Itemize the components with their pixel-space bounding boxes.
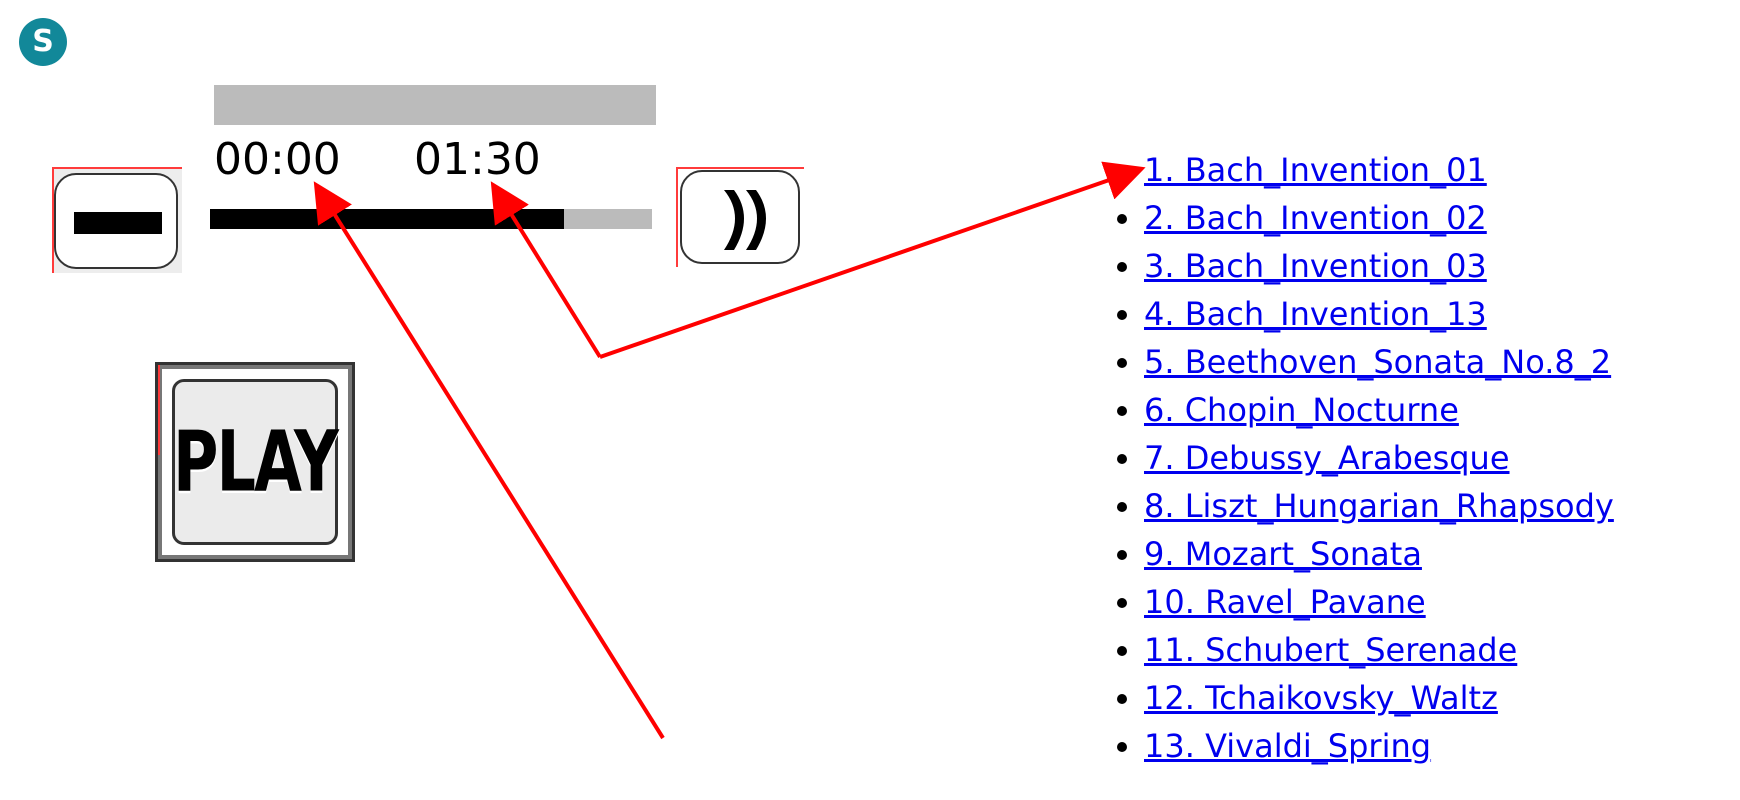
playlist-item: 1. Bach_Invention_01 bbox=[1144, 146, 1614, 194]
forward-icon bbox=[724, 190, 766, 250]
playlist-item-link[interactable]: 6. Chopin_Nocturne bbox=[1144, 391, 1459, 429]
playlist-item: 5. Beethoven_Sonata_No.8_2 bbox=[1144, 338, 1614, 386]
minus-button[interactable] bbox=[52, 167, 182, 273]
playlist-item-link[interactable]: 8. Liszt_Hungarian_Rhapsody bbox=[1144, 487, 1614, 525]
guide-line bbox=[52, 167, 182, 169]
playlist-item-link[interactable]: 11. Schubert_Serenade bbox=[1144, 631, 1518, 669]
playlist-item: 2. Bach_Invention_02 bbox=[1144, 194, 1614, 242]
forward-button-frame bbox=[680, 170, 800, 264]
play-button[interactable]: PLAY bbox=[155, 362, 355, 562]
total-time: 01:30 bbox=[414, 134, 541, 185]
playlist-item-link[interactable]: 3. Bach_Invention_03 bbox=[1144, 247, 1487, 285]
app-badge-icon[interactable]: S bbox=[19, 18, 67, 66]
playlist-item: 6. Chopin_Nocturne bbox=[1144, 386, 1614, 434]
progress-bar[interactable] bbox=[210, 209, 652, 229]
playlist-item: 7. Debussy_Arabesque bbox=[1144, 434, 1614, 482]
app-badge-letter: S bbox=[32, 24, 54, 59]
playlist-item: 13. Vivaldi_Spring bbox=[1144, 722, 1614, 770]
forward-button[interactable] bbox=[676, 167, 804, 267]
playlist-item: 11. Schubert_Serenade bbox=[1144, 626, 1614, 674]
progress-fill bbox=[210, 209, 564, 229]
guide-line bbox=[158, 365, 160, 455]
playlist-item-link[interactable]: 7. Debussy_Arabesque bbox=[1144, 439, 1510, 477]
annotation-arrow-current-time bbox=[313, 181, 665, 740]
playlist-item-link[interactable]: 4. Bach_Invention_13 bbox=[1144, 295, 1487, 333]
playlist-item: 3. Bach_Invention_03 bbox=[1144, 242, 1614, 290]
guide-line bbox=[52, 167, 54, 273]
playlist-item-link[interactable]: 2. Bach_Invention_02 bbox=[1144, 199, 1487, 237]
play-button-face: PLAY bbox=[172, 379, 339, 545]
minus-button-frame bbox=[54, 173, 178, 269]
playlist-item-link[interactable]: 12. Tchaikovsky_Waltz bbox=[1144, 679, 1498, 717]
playlist-item-link[interactable]: 9. Mozart_Sonata bbox=[1144, 535, 1422, 573]
guide-line bbox=[676, 167, 678, 267]
playlist-item: 9. Mozart_Sonata bbox=[1144, 530, 1614, 578]
playlist-item-link[interactable]: 5. Beethoven_Sonata_No.8_2 bbox=[1144, 343, 1612, 381]
playlist-item: 4. Bach_Invention_13 bbox=[1144, 290, 1614, 338]
minus-icon bbox=[74, 212, 162, 234]
playlist-item-link[interactable]: 13. Vivaldi_Spring bbox=[1144, 727, 1432, 765]
play-label: PLAY bbox=[173, 412, 339, 511]
playlist-item-link[interactable]: 1. Bach_Invention_01 bbox=[1144, 151, 1487, 189]
playlist: 1. Bach_Invention_01 2. Bach_Invention_02… bbox=[1118, 146, 1614, 770]
playlist-item-link[interactable]: 10. Ravel_Pavane bbox=[1144, 583, 1426, 621]
playlist-item: 12. Tchaikovsky_Waltz bbox=[1144, 674, 1614, 722]
playlist-item: 8. Liszt_Hungarian_Rhapsody bbox=[1144, 482, 1614, 530]
guide-line bbox=[676, 167, 804, 169]
title-bar bbox=[214, 85, 656, 125]
playlist-item: 10. Ravel_Pavane bbox=[1144, 578, 1614, 626]
current-time: 00:00 bbox=[214, 134, 341, 185]
